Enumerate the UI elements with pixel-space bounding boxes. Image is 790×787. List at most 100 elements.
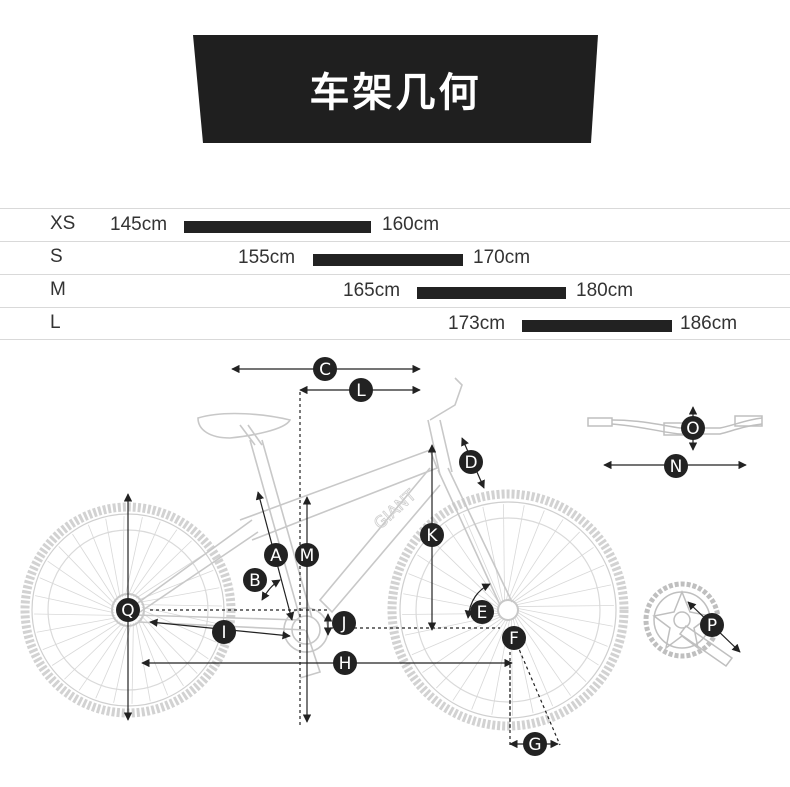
marker-Q: Q [116, 598, 140, 622]
svg-text:A: A [270, 546, 282, 566]
marker-A: A [264, 543, 288, 567]
height-range-bar [313, 254, 463, 266]
marker-O: O [681, 416, 705, 440]
spoke [516, 607, 613, 627]
svg-text:F: F [509, 629, 519, 649]
height-max: 160cm [382, 214, 440, 235]
spoke [516, 609, 608, 647]
svg-text:Q: Q [121, 601, 134, 621]
spoke [507, 510, 545, 602]
spoke [514, 564, 605, 605]
height-max: 170cm [473, 247, 531, 268]
height-range-bar [184, 221, 371, 233]
marker-D: D [459, 450, 483, 474]
title-banner: 车架几何 [193, 35, 598, 143]
size-label: XS [50, 213, 76, 234]
marker-G: G [523, 732, 547, 756]
marker-M: M [295, 543, 319, 567]
spoke [137, 569, 214, 601]
svg-text:K: K [426, 526, 438, 546]
svg-text:I: I [221, 623, 226, 643]
height-min: 165cm [343, 280, 401, 301]
spoke [139, 587, 220, 603]
spoke [140, 604, 222, 607]
svg-text:H: H [339, 654, 352, 674]
height-max: 186cm [680, 313, 738, 334]
spoke [445, 524, 501, 606]
svg-text:C: C [319, 360, 331, 380]
spoke [452, 618, 507, 701]
spoke [39, 577, 115, 611]
marker-J: J [332, 611, 356, 635]
size-chart: XS 145cm 160cm S 155cm 170cm M 165cm 180… [0, 208, 790, 340]
spoke [135, 554, 205, 599]
spoke [51, 621, 121, 666]
svg-text:M: M [300, 546, 315, 566]
spoke [139, 617, 184, 687]
height-range-bar [522, 320, 672, 332]
spoke [505, 505, 525, 602]
svg-text:L: L [356, 381, 366, 401]
height-range-bar [417, 287, 566, 299]
handlebar-detail [587, 415, 763, 436]
svg-text:P: P [707, 616, 717, 636]
svg-text:GIANT: GIANT [370, 485, 420, 533]
svg-text:J: J [340, 614, 346, 634]
svg-text:D: D [464, 453, 477, 473]
spoke [105, 518, 121, 599]
svg-text:O: O [686, 419, 699, 439]
marker-K: K [420, 523, 444, 547]
spoke [58, 546, 116, 605]
height-max: 180cm [576, 280, 634, 301]
svg-text:N: N [670, 457, 683, 477]
marker-P: P [700, 613, 724, 637]
spoke [36, 617, 117, 633]
spoke [516, 611, 599, 666]
size-row-xs: XS 145cm 160cm [0, 208, 790, 241]
marker-H: H [333, 651, 357, 675]
spoke [516, 605, 614, 607]
spoke [509, 519, 564, 602]
svg-text:E: E [477, 603, 488, 623]
spoke [515, 614, 571, 696]
spoke [511, 531, 580, 602]
spoke [87, 524, 119, 601]
svg-text:G: G [528, 735, 541, 755]
size-row-m: M 165cm 180cm [0, 274, 790, 307]
spoke [515, 584, 612, 606]
spoke [516, 613, 587, 682]
spoke [462, 513, 503, 604]
marker-C: C [313, 357, 337, 381]
spoke [35, 595, 115, 614]
spoke [471, 618, 509, 710]
marker-N: N [664, 454, 688, 478]
size-row-s: S 155cm 170cm [0, 241, 790, 274]
spoke [122, 516, 125, 598]
spoke [133, 540, 192, 598]
spoke [64, 622, 123, 680]
height-min: 145cm [110, 214, 168, 235]
spoke [34, 613, 116, 616]
banner-shape [193, 35, 598, 143]
size-row-l: L 173cm 186cm [0, 307, 790, 340]
page-title: 车架几何 [309, 70, 482, 116]
spoke [127, 521, 161, 597]
height-min: 173cm [448, 313, 506, 334]
spoke [512, 547, 594, 603]
spoke [130, 529, 178, 597]
spoke [482, 506, 504, 603]
spoke [436, 618, 505, 689]
spoke [417, 554, 500, 609]
svg-text:B: B [249, 571, 261, 591]
marker-F: F [502, 626, 526, 650]
spoke [95, 623, 129, 699]
spoke [137, 619, 169, 696]
spoke [47, 560, 115, 608]
bike-geometry-diagram: GIANT [20, 357, 763, 756]
spoke [72, 533, 117, 603]
size-label: S [50, 246, 63, 267]
marker-E: E [470, 600, 494, 624]
size-label: L [50, 312, 61, 333]
spoke [131, 622, 134, 704]
marker-I: I [212, 620, 236, 644]
